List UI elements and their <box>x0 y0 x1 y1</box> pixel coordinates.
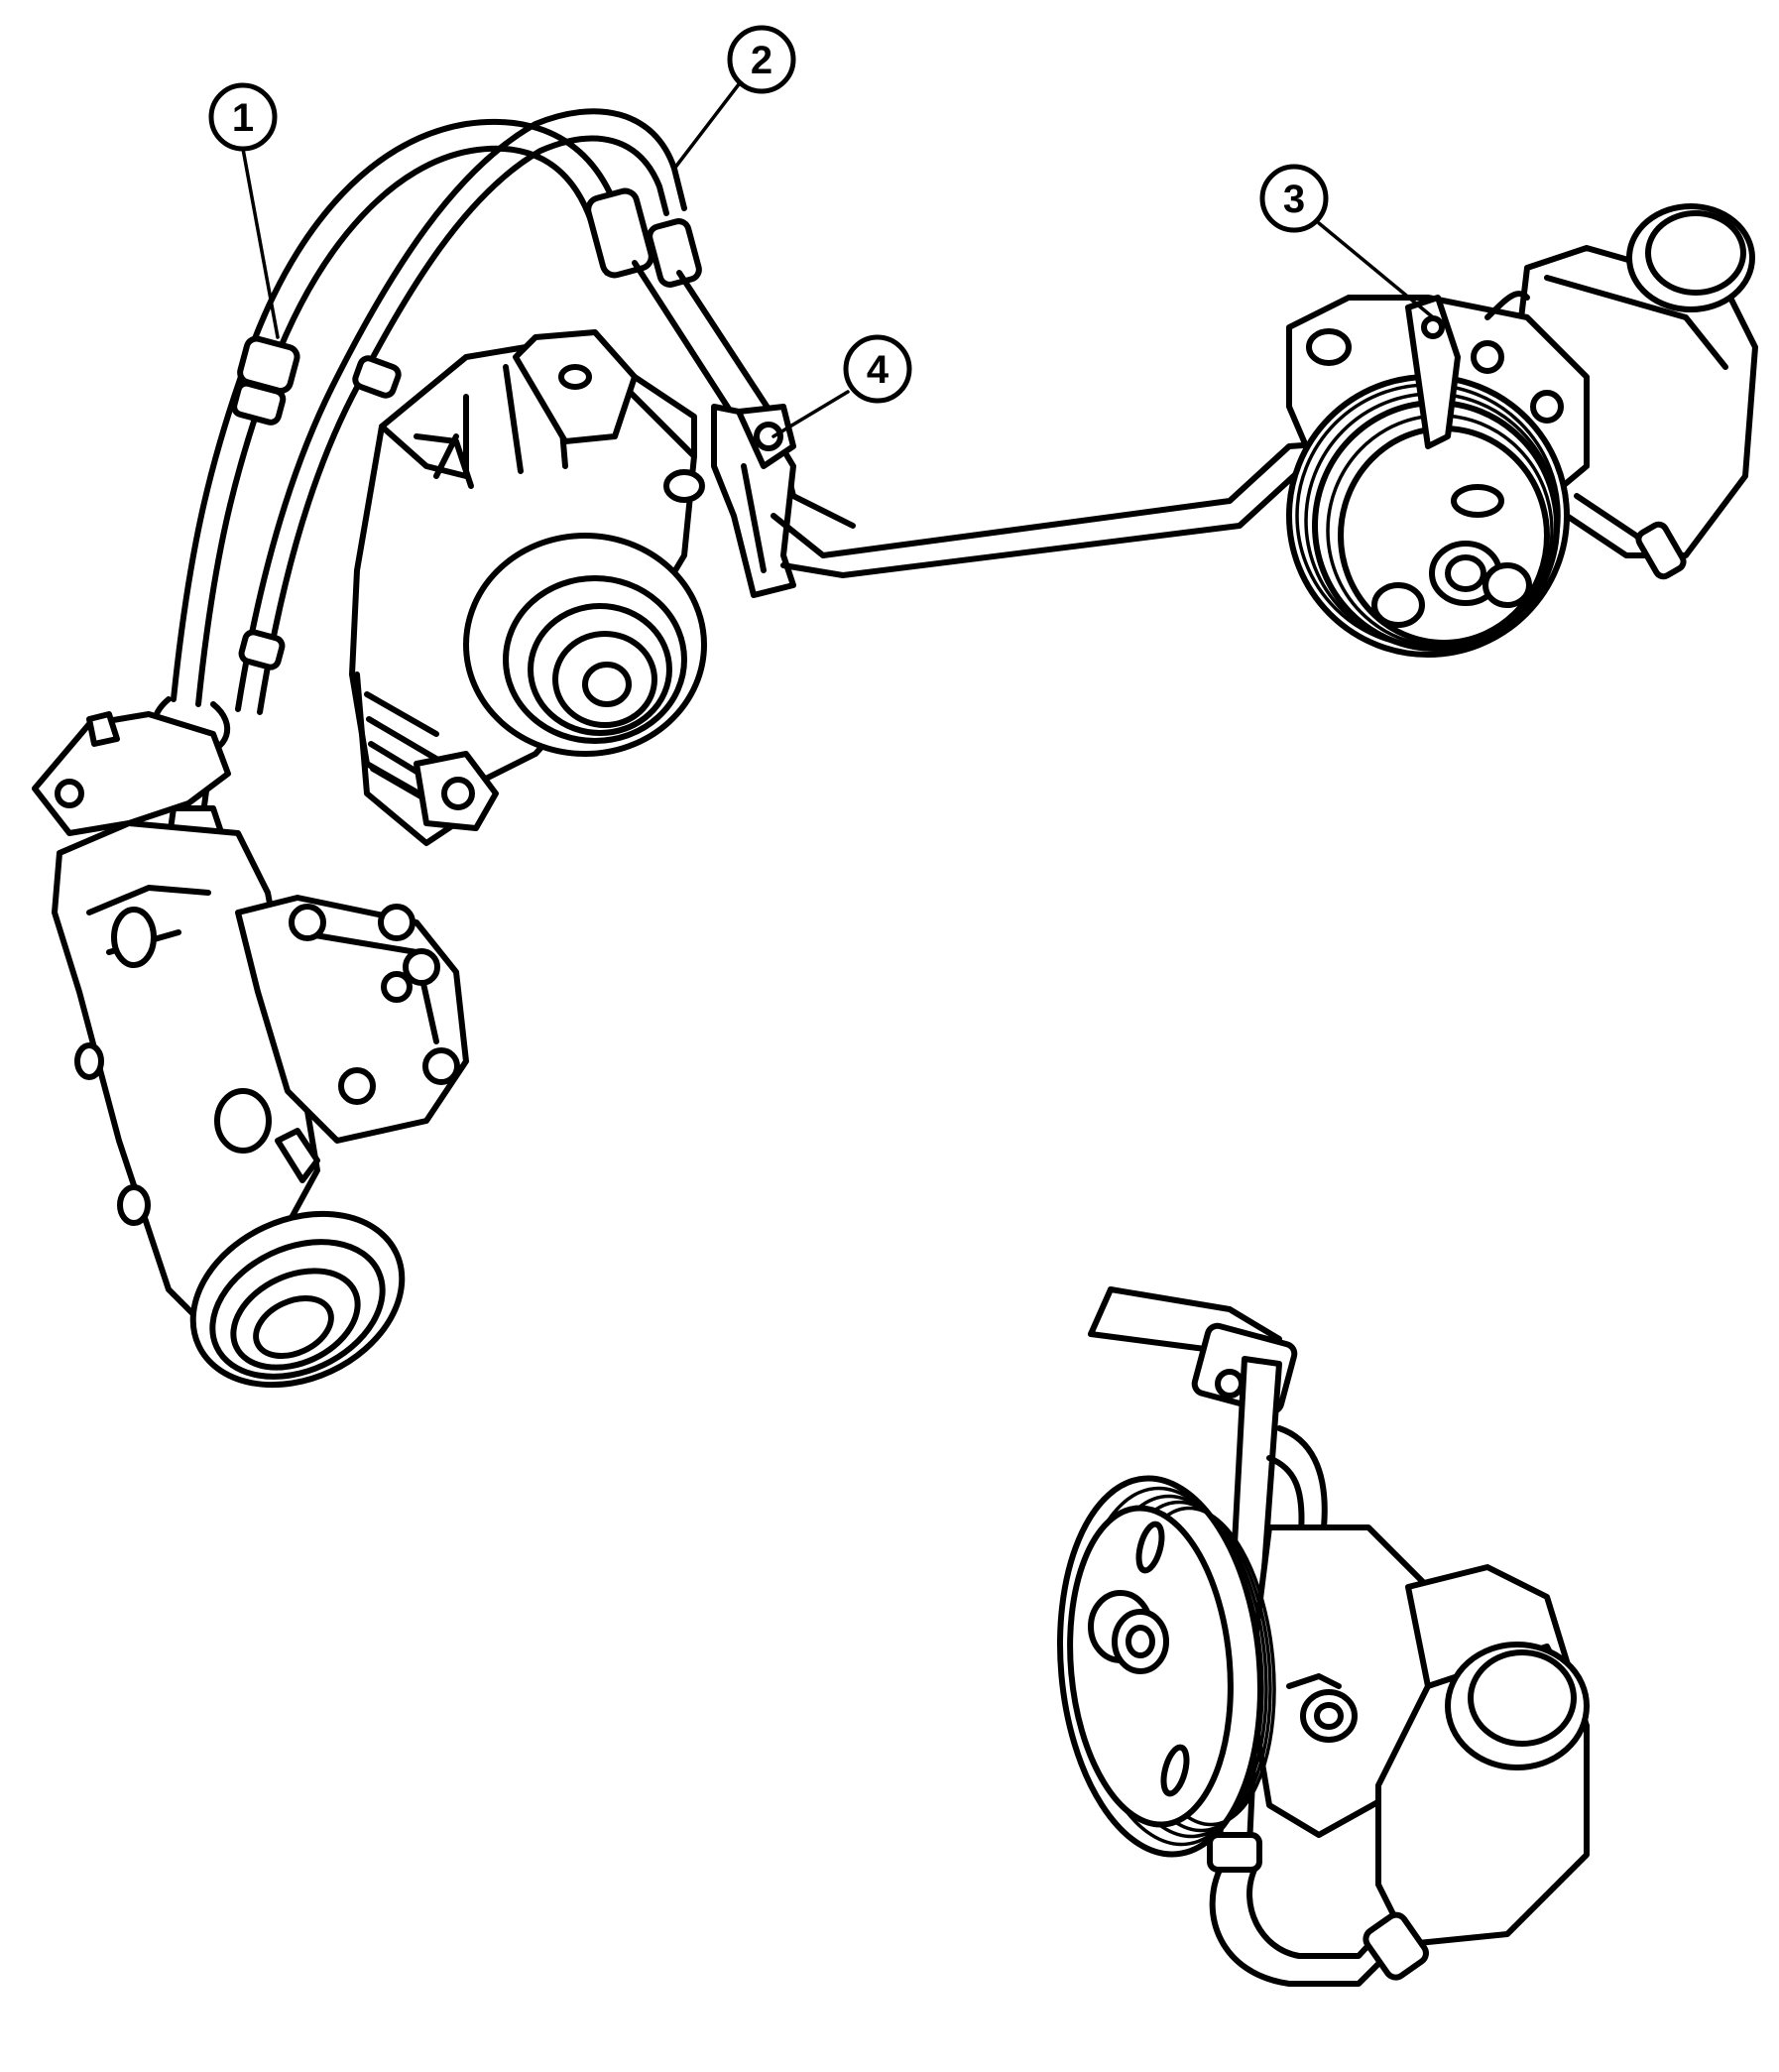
callout-3: 3 <box>1259 164 1329 233</box>
callout-leaders <box>241 82 1435 438</box>
pump-pulley-top <box>1286 374 1570 658</box>
callout-2: 2 <box>727 25 796 94</box>
callout-1: 1 <box>208 82 278 152</box>
callout-1-label: 1 <box>232 96 254 140</box>
power-steering-pump-top <box>1286 203 1758 658</box>
reservoir-cap-bottom <box>1445 1642 1590 1770</box>
callout-4: 4 <box>843 334 912 404</box>
mounting-studs <box>289 904 460 1105</box>
steering-gear <box>32 696 469 1389</box>
reservoir-cap <box>1626 203 1755 312</box>
alternator <box>349 329 707 846</box>
gear-output-flange <box>189 1210 406 1389</box>
pressure-hose <box>171 118 638 707</box>
callout-3-label: 3 <box>1283 178 1305 221</box>
return-hose <box>235 108 687 715</box>
callout-2-label: 2 <box>751 39 772 82</box>
callout-4-label: 4 <box>867 348 890 392</box>
hose-bracket-clip <box>711 404 796 598</box>
alternator-pulley <box>463 533 707 757</box>
power-steering-pump-bottom <box>1057 1286 1590 1987</box>
pump-pulley-bottom <box>1057 1475 1276 1858</box>
